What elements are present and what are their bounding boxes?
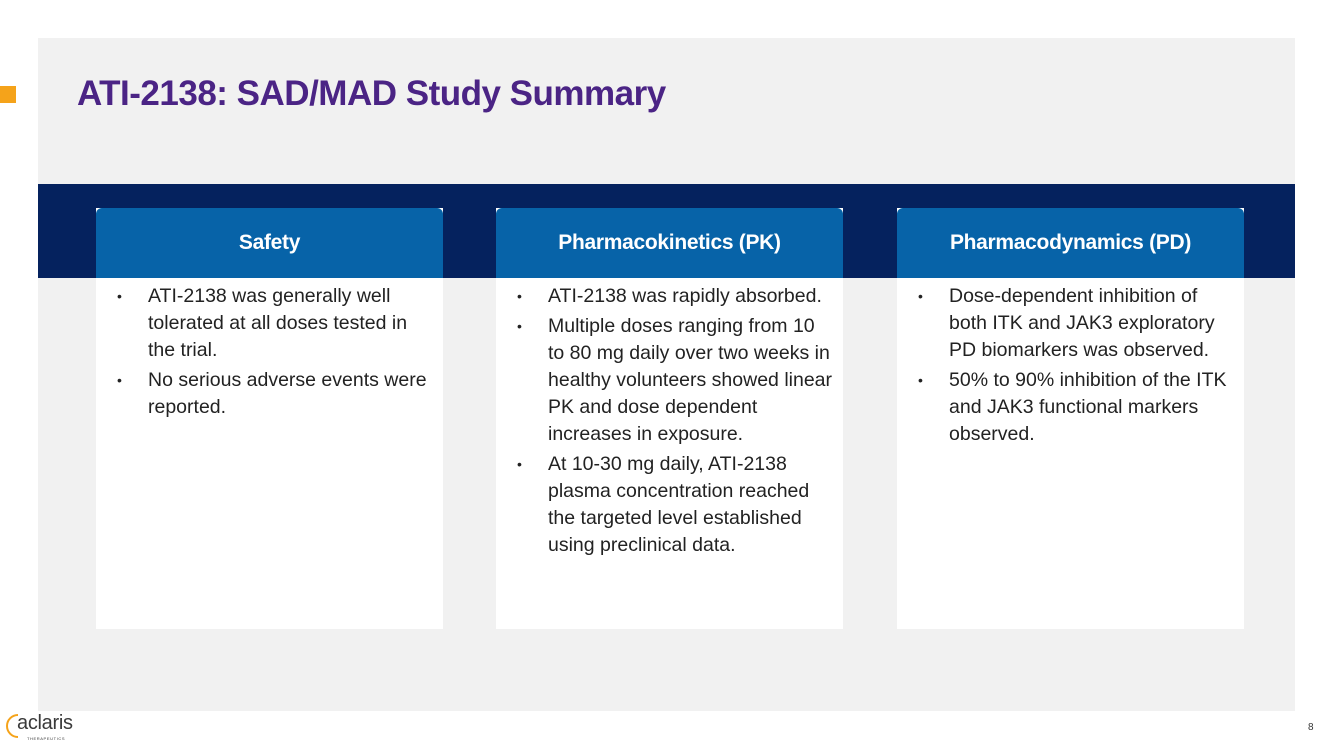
bullet-item: • Dose-dependent inhibition of both ITK a… (918, 283, 1234, 364)
card-safety: Safety • ATI-2138 was generally well tole… (96, 208, 443, 629)
bullet-item: • Multiple doses ranging from 10 to 80 mg… (517, 313, 833, 448)
slide-title: ATI-2138: SAD/MAD Study Summary (77, 74, 666, 113)
bullet-item: • ATI-2138 was rapidly absorbed. (517, 283, 833, 310)
bullet-item: • No serious adverse events were reported… (117, 367, 433, 421)
bullet-list-pharmacodynamics: • Dose-dependent inhibition of both ITK a… (897, 278, 1244, 448)
page-number: 8 (1308, 722, 1314, 733)
bullet-item: • 50% to 90% inhibition of the ITK and JA… (918, 367, 1234, 448)
arc-icon (6, 714, 19, 738)
bullet-item: • At 10-30 mg daily, ATI-2138 plasma conc… (517, 451, 833, 559)
bullet-icon: • (918, 372, 923, 388)
logo-wordmark: aclaris (17, 712, 73, 734)
bullet-text: ATI-2138 was rapidly absorbed. (548, 285, 822, 307)
bullet-list-safety: • ATI-2138 was generally well tolerated a… (96, 278, 443, 421)
bullet-list-pharmacokinetics: • ATI-2138 was rapidly absorbed. • Multipl… (496, 278, 843, 559)
company-logo: aclaris THERAPEUTICS (6, 712, 86, 744)
bullet-icon: • (517, 288, 522, 304)
bullet-icon: • (517, 456, 522, 472)
bullet-icon: • (517, 318, 522, 334)
bullet-text: ATI-2138 was generally well tolerated at… (148, 285, 408, 361)
bullet-icon: • (918, 288, 923, 304)
bullet-icon: • (117, 288, 122, 304)
bullet-text: At 10-30 mg daily, ATI-2138 plasma conce… (548, 453, 810, 556)
bullet-item: • ATI-2138 was generally well tolerated a… (117, 283, 433, 364)
bullet-text: 50% to 90% inhibition of the ITK and JAK… (949, 369, 1227, 445)
bullet-text: Dose-dependent inhibition of both ITK an… (949, 285, 1215, 361)
bullet-icon: • (117, 372, 122, 388)
card-header-pharmacodynamics: Pharmacodynamics (PD) (897, 208, 1244, 278)
bullet-text: Multiple doses ranging from 10 to 80 mg … (548, 315, 833, 445)
card-pharmacodynamics: Pharmacodynamics (PD) • Dose-dependent in… (897, 208, 1244, 629)
card-header-pharmacokinetics: Pharmacokinetics (PK) (496, 208, 843, 278)
bullet-text: No serious adverse events were reported. (148, 369, 427, 418)
card-header-safety: Safety (96, 208, 443, 278)
logo-tagline: THERAPEUTICS (27, 736, 66, 741)
card-pharmacokinetics: Pharmacokinetics (PK) • ATI-2138 was rapi… (496, 208, 843, 629)
accent-marker (0, 86, 16, 103)
